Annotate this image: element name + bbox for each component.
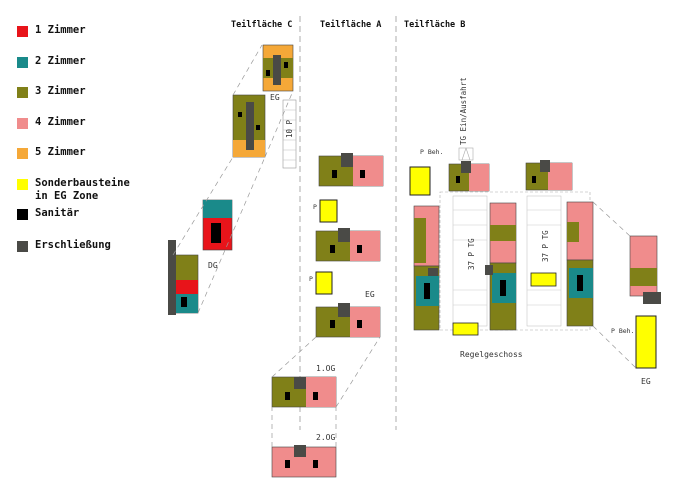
special-block-b3	[452, 322, 479, 336]
section-title-b: Teilfläche B	[404, 20, 466, 30]
special-block-a1	[319, 199, 338, 223]
label-eg-a: EG	[365, 290, 375, 299]
legend-label: 5 Zimmer	[35, 146, 86, 158]
building-b-eg-right	[629, 235, 661, 369]
building-b-right	[566, 201, 594, 327]
connectors-a	[271, 336, 381, 447]
section-title-c: Teilfläche C	[231, 20, 293, 30]
legend-label: 1 Zimmer	[35, 24, 86, 36]
building-b-left	[413, 205, 440, 331]
building-a-2og	[271, 445, 337, 478]
label-1og: 1.OG	[316, 364, 336, 373]
legend-label: Sonderbausteine	[35, 177, 130, 189]
building-a-top	[318, 153, 384, 187]
legend-label: 3 Zimmer	[35, 85, 86, 97]
label-eg-c: EG	[270, 93, 280, 102]
label-regelgeschoss: Regelgeschoss	[460, 350, 523, 359]
building-b-mid	[485, 202, 517, 331]
building-b-top-1	[448, 161, 490, 192]
label-p-beh-top: P Beh.	[420, 148, 444, 156]
label-dg: DG	[208, 261, 218, 270]
legend-swatch-pink	[17, 118, 28, 129]
special-block-b1	[409, 166, 431, 196]
legend-swatch-yellow	[17, 179, 28, 190]
label-eg-b: EG	[641, 377, 651, 386]
legend-swatch-orange	[17, 148, 28, 159]
label-tg-entry: TG Ein/Ausfahrt	[459, 77, 468, 145]
stair-c	[282, 99, 297, 169]
label-2og: 2.OG	[316, 433, 336, 442]
legend-swatch-black	[17, 209, 28, 220]
connectors-c	[172, 44, 294, 314]
legend-label: Erschließung	[35, 239, 111, 251]
label-tg-left: 37 P TG	[467, 238, 476, 270]
building-a-eg	[315, 303, 381, 338]
building-b-top-2	[525, 160, 573, 191]
legend-swatch-gray	[17, 241, 28, 252]
legend-label: Sanitär	[35, 207, 80, 219]
legend-label-line2: in EG Zone	[35, 190, 99, 202]
section-title-a: Teilfläche A	[320, 20, 382, 30]
building-c-dg-red	[202, 199, 233, 251]
building-a-1og	[271, 376, 337, 408]
building-c-eg	[262, 44, 294, 92]
legend-label: 4 Zimmer	[35, 116, 86, 128]
building-c-upper	[232, 94, 266, 158]
special-block-b2	[530, 272, 557, 287]
label-parking-a2: P	[309, 275, 313, 283]
label-p-beh-right: P Beh.	[611, 327, 635, 335]
label-stair-c: 10 P	[285, 119, 294, 138]
tg-ramp	[458, 147, 474, 161]
connectors-b	[592, 201, 637, 369]
building-c-dg-lower	[168, 240, 199, 315]
legend-swatch-olive	[17, 87, 28, 98]
building-a-mid	[315, 228, 381, 262]
legend-label: 2 Zimmer	[35, 55, 86, 67]
legend-swatch-red	[17, 26, 28, 37]
label-parking-a1: P	[313, 203, 317, 211]
label-tg-right: 37 P TG	[541, 230, 550, 262]
legend-swatch-teal	[17, 57, 28, 68]
special-block-a2	[315, 271, 333, 295]
